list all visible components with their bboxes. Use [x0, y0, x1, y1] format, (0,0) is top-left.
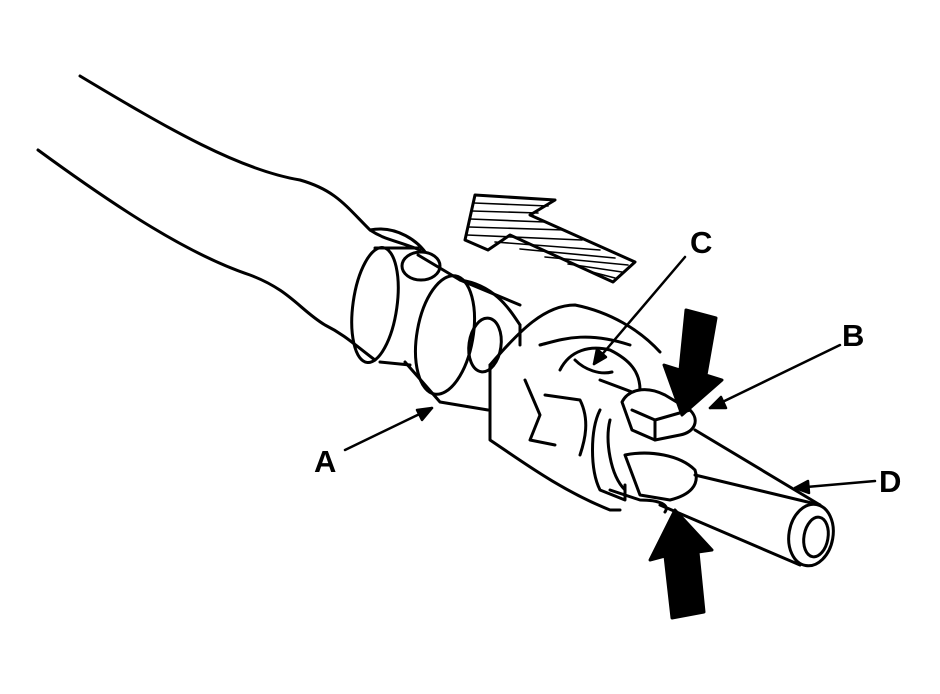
label-c: C: [690, 225, 713, 260]
connector-sleeve-a: [403, 253, 522, 412]
lower-tab: [623, 451, 698, 502]
label-a: A: [314, 444, 337, 479]
retainer-housing: [488, 303, 668, 514]
press-arrow-top: [662, 308, 724, 417]
leader-lines: [343, 255, 877, 495]
label-d: D: [879, 464, 902, 499]
press-arrow-bottom: [648, 508, 714, 620]
rubber-boot: [36, 74, 442, 367]
pipe-d: [658, 428, 835, 568]
label-b: B: [842, 318, 865, 353]
pull-direction-arrow: [463, 193, 637, 284]
